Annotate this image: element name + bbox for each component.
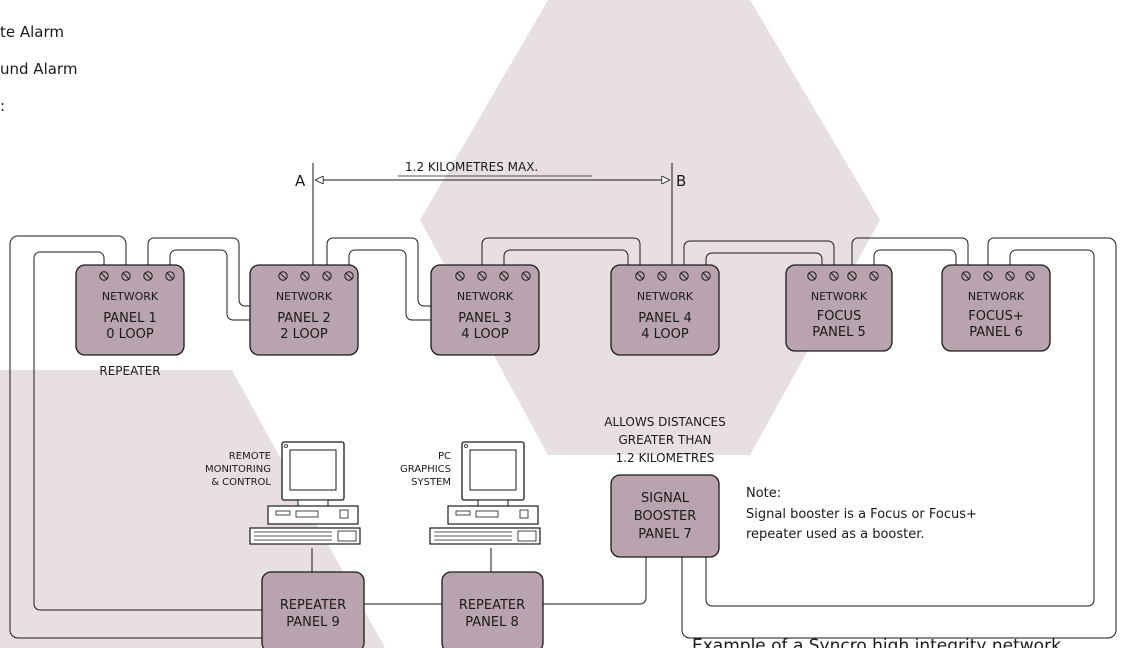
booster-caption-line-3: 1.2 KILOMETRES <box>616 451 715 465</box>
panel-1-subtitle: 0 LOOP <box>106 327 154 342</box>
panel-1-network-label: NETWORK <box>102 290 159 303</box>
panel-4-network-label: NETWORK <box>637 290 694 303</box>
panel-5: NETWORK FOCUS PANEL 5 <box>785 264 893 352</box>
repeater-label: REPEATER <box>99 364 160 378</box>
remote-label-1: REMOTE <box>229 451 271 462</box>
booster-caption-line-2: GREATER THAN <box>618 433 711 447</box>
panel-6: NETWORK FOCUS+ PANEL 6 <box>941 264 1051 352</box>
note: Note: Signal booster is a Focus or Focus… <box>746 486 977 542</box>
panel-8-line-1: REPEATER <box>459 598 525 613</box>
network-wiring <box>9 235 1117 639</box>
panel-9-line-2: PANEL 9 <box>286 615 340 630</box>
panel-6-network-label: NETWORK <box>968 290 1025 303</box>
booster-line-1: SIGNAL <box>641 491 690 506</box>
repeater-panel-9: REPEATER PANEL 9 <box>261 571 365 648</box>
remote-label-2: MONITORING <box>205 464 271 475</box>
panel-1: NETWORK PANEL 1 0 LOOP <box>75 264 185 356</box>
pc-label-2: GRAPHICS <box>400 464 451 475</box>
dimension-point-a: A <box>295 172 306 190</box>
panel-3: NETWORK PANEL 3 4 LOOP <box>430 264 540 356</box>
signal-booster-panel-7: SIGNAL BOOSTER PANEL 7 <box>610 474 720 558</box>
remote-monitoring-computer: REMOTE MONITORING & CONTROL <box>205 441 361 545</box>
panel-4-subtitle: 4 LOOP <box>641 327 689 342</box>
booster-line-3: PANEL 7 <box>638 527 692 542</box>
repeater-panel-8: REPEATER PANEL 8 <box>441 571 544 648</box>
booster-line-2: BOOSTER <box>634 509 697 524</box>
pc-label-3: SYSTEM <box>411 477 451 488</box>
dimension-point-b: B <box>676 172 686 190</box>
panel-5-title: FOCUS <box>817 309 862 324</box>
panel-3-title: PANEL 3 <box>458 311 512 326</box>
note-line-2: repeater used as a booster. <box>746 527 925 542</box>
booster-caption-line-1: ALLOWS DISTANCES <box>604 415 725 429</box>
panel-4-title: PANEL 4 <box>638 311 692 326</box>
booster-caption: ALLOWS DISTANCES GREATER THAN 1.2 KILOME… <box>604 415 725 465</box>
panel-2-subtitle: 2 LOOP <box>280 327 328 342</box>
dimension-label: 1.2 KILOMETRES MAX. <box>405 160 538 174</box>
panel-5-subtitle: PANEL 5 <box>812 325 866 340</box>
panel-2-title: PANEL 2 <box>277 311 331 326</box>
legend-item-2: und Alarm <box>0 60 77 78</box>
panel-2-network-label: NETWORK <box>276 290 333 303</box>
panel-5-network-label: NETWORK <box>811 290 868 303</box>
panel-1-title: PANEL 1 <box>103 311 157 326</box>
panel-6-title: FOCUS+ <box>968 309 1023 324</box>
panel-3-subtitle: 4 LOOP <box>461 327 509 342</box>
panel-9-line-1: REPEATER <box>280 598 346 613</box>
background-hexagon <box>420 0 880 455</box>
pc-label-1: PC <box>438 451 451 462</box>
pc-graphics-computer: PC GRAPHICS SYSTEM <box>400 441 541 545</box>
remote-label-3: & CONTROL <box>211 477 271 488</box>
figure-caption: Example of a Syncro high integrity netwo… <box>692 636 1061 648</box>
legend-item-1: te Alarm <box>0 23 64 41</box>
panel-2: NETWORK PANEL 2 2 LOOP <box>249 264 359 356</box>
panel-4: NETWORK PANEL 4 4 LOOP <box>610 264 720 356</box>
note-line-1: Signal booster is a Focus or Focus+ <box>746 507 977 522</box>
panel-8-line-2: PANEL 8 <box>465 615 519 630</box>
panel-3-network-label: NETWORK <box>457 290 514 303</box>
legend-item-3: : <box>0 97 5 115</box>
note-title: Note: <box>746 486 781 501</box>
panel-6-subtitle: PANEL 6 <box>969 325 1023 340</box>
